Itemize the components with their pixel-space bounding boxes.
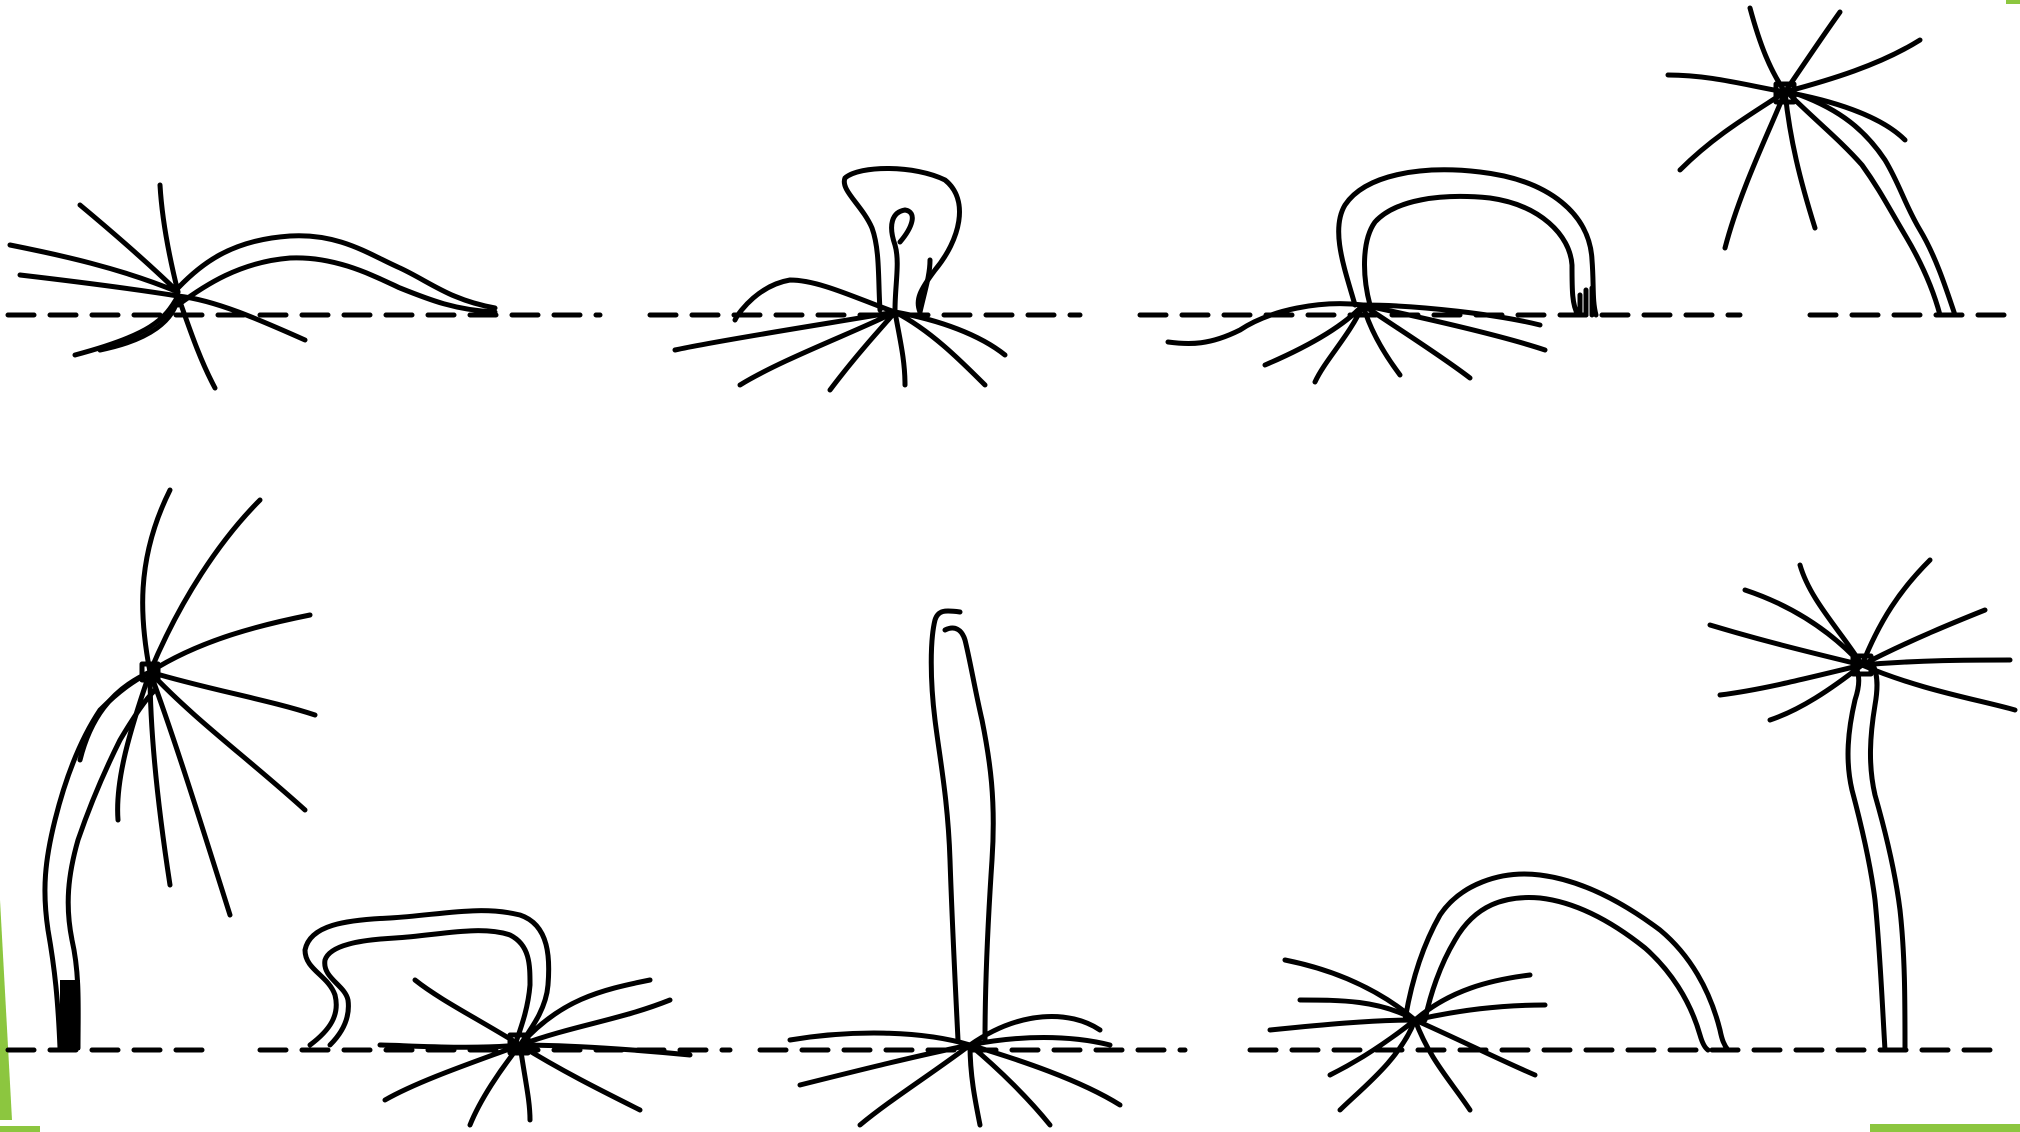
spore-stage-5-upright <box>45 490 315 1050</box>
spore-stage-2-loop <box>675 168 1005 390</box>
spore-stage-6-arch <box>305 911 690 1125</box>
spore-stage-9-upright <box>1710 560 2015 1050</box>
spore-stage-1-creeping <box>10 185 495 388</box>
spore-stage-3-arch <box>1168 170 1596 382</box>
spore-stage-4-upright <box>1668 8 1955 315</box>
spore-stage-8-arch <box>1270 874 1728 1110</box>
